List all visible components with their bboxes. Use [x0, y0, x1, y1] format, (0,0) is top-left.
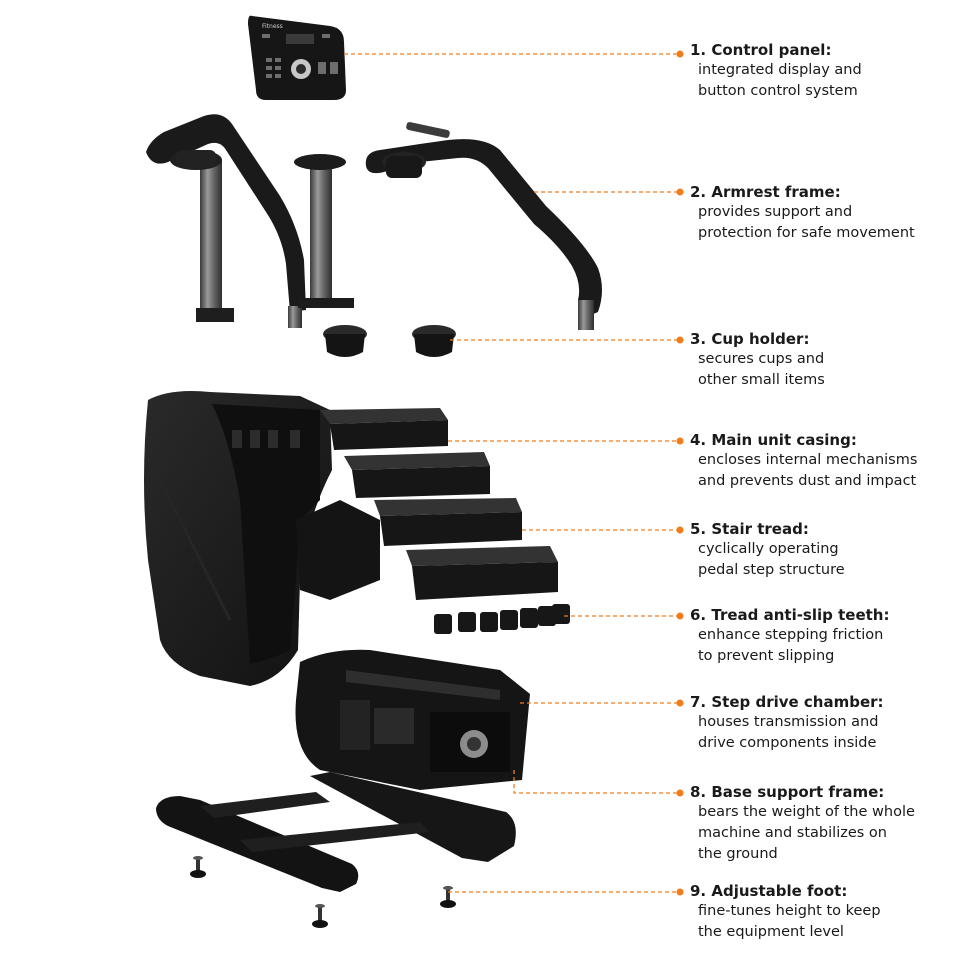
callout-main-unit-casing: 4. Main unit casing: encloses internal m…	[690, 430, 950, 492]
callout-desc-line: enhance stepping friction	[698, 627, 884, 643]
callout-desc-line: bears the weight of the whole	[698, 804, 915, 820]
callout-desc-line: houses transmission and	[698, 714, 879, 730]
leader-dot-8	[676, 789, 684, 797]
callout-desc-line: integrated display and	[698, 62, 862, 78]
control-panel: Fitness	[248, 15, 346, 101]
callout-desc-line: fine-tunes height to keep	[698, 903, 881, 919]
callout-title: 9. Adjustable foot:	[690, 882, 848, 900]
leader-dots	[676, 50, 684, 896]
callout-desc-line: machine and stabilizes on	[698, 825, 887, 841]
leader-dot-7	[676, 699, 684, 707]
leader-dot-9	[676, 888, 684, 896]
adjustable-feet	[190, 856, 456, 928]
callout-desc-line: cyclically operating	[698, 541, 839, 557]
callout-desc-line: the equipment level	[698, 924, 844, 940]
callout-desc-line: the ground	[698, 846, 778, 862]
callout-title: 6. Tread anti-slip teeth:	[690, 606, 890, 624]
callout-desc-line: and prevents dust and impact	[698, 473, 917, 489]
panel-brand-text: Fitness	[262, 23, 283, 30]
callout-anti-slip-teeth: 6. Tread anti-slip teeth: enhance steppi…	[690, 605, 950, 667]
leader-dot-2	[676, 188, 684, 196]
callout-title: 5. Stair tread:	[690, 520, 809, 538]
callout-desc-line: other small items	[698, 372, 825, 388]
leader-dot-4	[676, 437, 684, 445]
armrest-frame	[146, 114, 602, 330]
callout-base-support-frame: 8. Base support frame: bears the weight …	[690, 782, 950, 865]
callout-title: 2. Armrest frame:	[690, 183, 841, 201]
stair-treads	[320, 408, 558, 600]
leader-lines	[344, 53, 680, 893]
cup-holders	[323, 325, 456, 357]
callout-desc-line: protection for safe movement	[698, 225, 915, 241]
anti-slip-teeth	[434, 604, 570, 634]
callout-desc-line: drive components inside	[698, 735, 877, 751]
callout-armrest-frame: 2. Armrest frame: provides support and p…	[690, 182, 950, 244]
callout-title: 3. Cup holder:	[690, 330, 810, 348]
callout-title: 1. Control panel:	[690, 41, 832, 59]
callout-title: 7. Step drive chamber:	[690, 693, 884, 711]
callout-desc-line: button control system	[698, 83, 858, 99]
callout-stair-tread: 5. Stair tread: cyclically operating ped…	[690, 519, 950, 581]
callout-desc-line: encloses internal mechanisms	[698, 452, 918, 468]
leader-dot-1	[676, 50, 684, 58]
callout-step-drive-chamber: 7. Step drive chamber: houses transmissi…	[690, 692, 950, 754]
leader-line-8	[513, 770, 680, 794]
base-support-frame	[156, 772, 516, 892]
callout-desc-line: pedal step structure	[698, 562, 845, 578]
leader-dot-6	[676, 612, 684, 620]
callout-title: 8. Base support frame:	[690, 783, 885, 801]
callout-title: 4. Main unit casing:	[690, 431, 857, 449]
callout-desc-line: secures cups and	[698, 351, 825, 367]
callout-desc-line: to prevent slipping	[698, 648, 835, 664]
callout-cup-holder: 3. Cup holder: secures cups and other sm…	[690, 329, 950, 391]
callout-control-panel: 1. Control panel: integrated display and…	[690, 40, 950, 102]
callout-desc-line: provides support and	[698, 204, 853, 220]
leader-dot-5	[676, 526, 684, 534]
callout-adjustable-foot: 9. Adjustable foot: fine-tunes height to…	[690, 881, 950, 943]
leader-dot-3	[676, 336, 684, 344]
step-drive-chamber	[295, 649, 530, 790]
main-unit-casing	[144, 391, 380, 686]
